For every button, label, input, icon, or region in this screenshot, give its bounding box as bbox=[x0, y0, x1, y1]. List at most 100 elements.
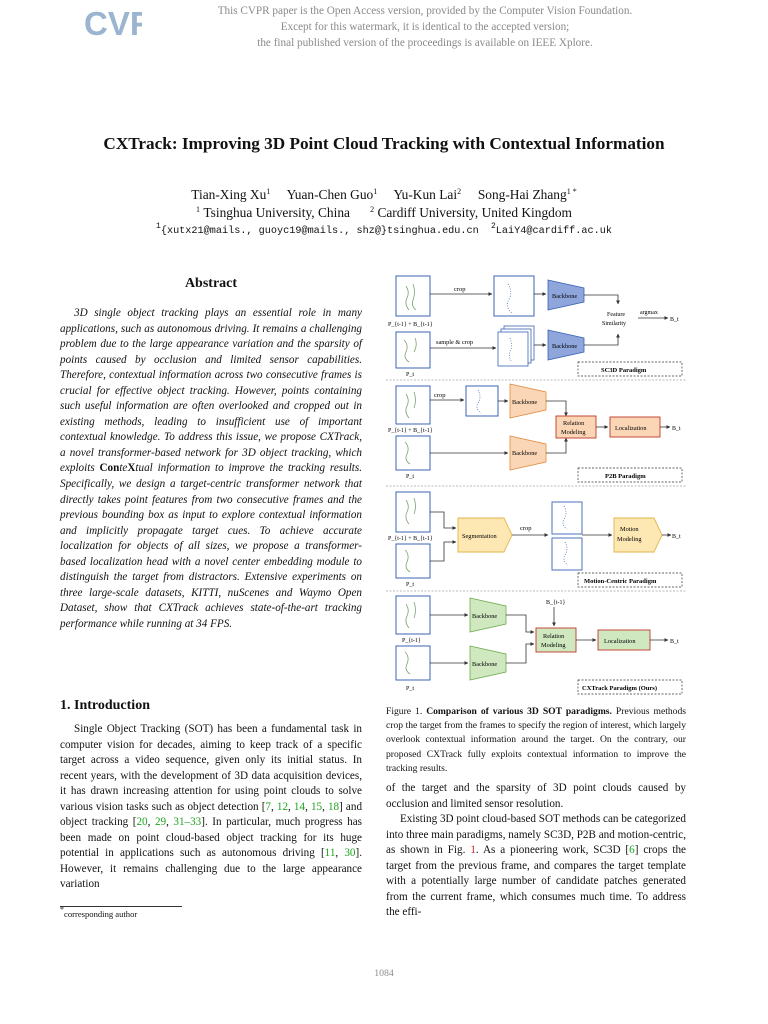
point-cloud bbox=[405, 283, 417, 311]
caption-bold: Comparison of various 3D SOT paradigms. bbox=[426, 706, 612, 717]
abstract-bold: X bbox=[127, 462, 136, 475]
citation-link[interactable]: 6 bbox=[629, 844, 635, 857]
input-label: B_{t-1} bbox=[546, 600, 566, 606]
watermark: This CVPR paper is the Open Access versi… bbox=[140, 3, 710, 51]
caption-text: Previous methods crop the target from th… bbox=[386, 706, 686, 774]
right-column-text: of the target and the sparsity of 3D poi… bbox=[386, 781, 686, 921]
backbone-block bbox=[509, 383, 547, 419]
block-label: Backbone bbox=[512, 450, 537, 457]
citation-link[interactable]: 14 bbox=[293, 800, 306, 813]
frame-thumbnail bbox=[395, 385, 431, 425]
watermark-line: the final published version of the proce… bbox=[257, 37, 593, 49]
figure-1-diagram: P_{t-1} + B_{t-1} P_t crop Backbone samp… bbox=[386, 275, 686, 695]
citation-link[interactable]: 31–33 bbox=[173, 816, 202, 829]
citation-link[interactable]: 15 bbox=[310, 800, 323, 813]
citation-link[interactable]: 18 bbox=[327, 800, 340, 813]
paragraph-paradigms: Existing 3D point cloud-based SOT method… bbox=[386, 812, 686, 921]
figure-ref-link[interactable]: 1 bbox=[470, 844, 476, 857]
input-label: P_{t-1} + B_{t-1} bbox=[388, 428, 433, 434]
citation-link[interactable]: 11 bbox=[324, 847, 336, 860]
citation-link[interactable]: 7 bbox=[265, 800, 271, 813]
footnote: *corresponding author bbox=[60, 906, 137, 920]
input-label: P_t bbox=[406, 582, 414, 588]
abstract-bold: Con bbox=[99, 462, 120, 475]
panel-cxtrack: P_{t-1} P_t Backbone Backbone B_{t-1} Re… bbox=[395, 595, 683, 695]
output-label: B_t bbox=[672, 534, 681, 540]
flow-arrow bbox=[584, 294, 620, 305]
paper-title: CXTrack: Improving 3D Point Cloud Tracki… bbox=[103, 134, 665, 153]
frame-thumbnail bbox=[395, 645, 431, 681]
email-tsinghua: {xutx21@mails., guoyc19@mails., shz@}tsi… bbox=[160, 226, 479, 237]
panel-motion-centric: P_{t-1} + B_{t-1} P_t Segmentation crop … bbox=[388, 491, 683, 588]
block-label: Backbone bbox=[472, 661, 497, 668]
segmented-crop bbox=[551, 537, 583, 571]
author-affiliation-mark: 1 bbox=[266, 187, 271, 196]
backbone-block bbox=[509, 435, 547, 471]
block-label: Localization bbox=[615, 425, 647, 432]
author-list: Tian-Xing Xu1 Yuan-Chen Guo1 Yu-Kun Lai2… bbox=[0, 186, 768, 204]
paragraph-text-part: ] crops the target from the previous fra… bbox=[386, 844, 686, 919]
footnote-rule bbox=[60, 906, 182, 907]
author-affiliation-mark: 1 * bbox=[566, 187, 577, 196]
block-label: Modeling bbox=[617, 536, 642, 543]
motion-modeling-block bbox=[613, 517, 663, 553]
frame-thumbnail bbox=[395, 543, 431, 579]
watermark-line: Except for this watermark, it is identic… bbox=[280, 21, 570, 33]
author-name: Yuan-Chen Guo bbox=[286, 187, 374, 202]
paradigm-tag bbox=[577, 467, 683, 483]
backbone-block bbox=[469, 597, 507, 633]
introduction-paragraph: Single Object Tracking (SOT) has been a … bbox=[60, 723, 363, 891]
block-label: Backbone bbox=[472, 613, 497, 620]
citation-link[interactable]: 30 bbox=[344, 847, 356, 860]
frame-thumbnail bbox=[395, 491, 431, 533]
intro-text-part: ]. In particular, much progress has been… bbox=[60, 816, 362, 860]
email-cardiff: LaiY4@cardiff.ac.uk bbox=[495, 226, 612, 237]
paradigm-tag-label: CXTrack Paradigm (Ours) bbox=[582, 685, 657, 692]
affiliation-name: Tsinghua University, China bbox=[203, 205, 350, 220]
block-label: Backbone bbox=[512, 399, 537, 406]
block-label: Motion bbox=[620, 526, 639, 533]
frame-thumbnail bbox=[395, 595, 431, 635]
output-label: B_t bbox=[672, 426, 681, 432]
author-name: Yu-Kun Lai bbox=[393, 187, 458, 202]
affiliation-name: Cardiff University, United Kingdom bbox=[377, 205, 572, 220]
input-label: P_{t-1} + B_{t-1} bbox=[388, 322, 433, 328]
flow-arrow bbox=[506, 642, 535, 664]
input-label: P_t bbox=[406, 686, 414, 692]
point-cloud bbox=[403, 337, 417, 363]
output-label: B_t bbox=[670, 639, 679, 645]
author-name: Song-Hai Zhang bbox=[477, 187, 567, 202]
figure-1-caption: Figure 1. Comparison of various 3D SOT p… bbox=[386, 705, 686, 776]
author-affiliation-mark: 2 bbox=[457, 187, 462, 196]
citation-link[interactable]: 29 bbox=[154, 816, 167, 829]
paradigm-tag bbox=[577, 572, 683, 588]
affiliation-number: 2 bbox=[370, 205, 375, 214]
frame-thumbnail bbox=[395, 275, 431, 317]
cvf-logo: CVF bbox=[84, 6, 142, 40]
paragraph-continued: of the target and the sparsity of 3D poi… bbox=[386, 782, 686, 810]
block-label: Localization bbox=[604, 638, 636, 645]
section-heading-introduction: 1. Introduction bbox=[60, 698, 150, 713]
input-label: P_t bbox=[406, 474, 414, 480]
citation-link[interactable]: 20 bbox=[136, 816, 148, 829]
citation-link[interactable]: 12 bbox=[276, 800, 289, 813]
block-label: Segmentation bbox=[462, 533, 497, 540]
backbone-block bbox=[469, 645, 507, 681]
point-cloud bbox=[507, 283, 513, 314]
watermark-line: This CVPR paper is the Open Access versi… bbox=[217, 5, 633, 17]
paragraph-text-part: Existing 3D point cloud-based SOT method… bbox=[386, 813, 686, 857]
segmented-crop bbox=[551, 501, 583, 535]
block-label: Relation bbox=[543, 633, 565, 640]
flow-arrow bbox=[546, 400, 568, 417]
point-cloud bbox=[405, 497, 416, 525]
affiliation-number: 1 bbox=[196, 205, 201, 214]
block-label: Feature bbox=[607, 312, 625, 318]
affiliation-list: 1 Tsinghua University, China 2 Cardiff U… bbox=[0, 204, 768, 222]
paradigm-tag bbox=[577, 679, 683, 695]
relation-modeling-block bbox=[535, 627, 577, 653]
email-affiliation-number: 2 bbox=[490, 222, 496, 231]
point-cloud bbox=[404, 651, 411, 675]
point-cloud bbox=[404, 441, 411, 465]
frame-thumbnail bbox=[395, 435, 431, 471]
input-label: P_t bbox=[406, 372, 414, 378]
